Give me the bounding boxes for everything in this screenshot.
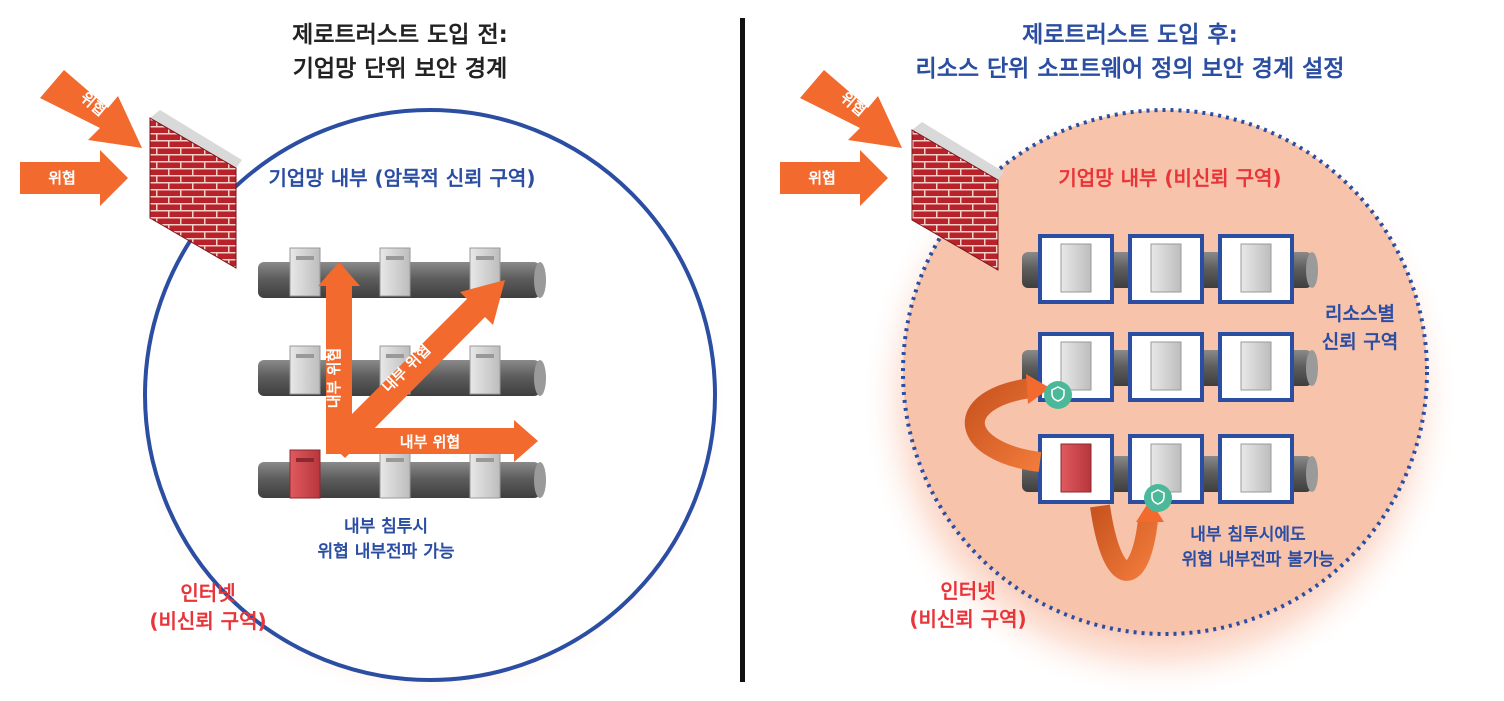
resource-trust-zone	[1038, 434, 1114, 504]
internal-threat-arrow-right	[326, 420, 538, 462]
external-threat-arrow-horizontal	[20, 150, 128, 206]
panel-divider	[740, 18, 745, 682]
resource-trust-zone	[1038, 234, 1114, 304]
resource-trust-zone	[1218, 434, 1294, 504]
internal-threat-arrow-diagonal	[326, 280, 505, 458]
server-icon	[469, 449, 501, 499]
resource-trust-zone	[1218, 332, 1294, 402]
firewall-icon	[911, 122, 1004, 271]
compromised-server-icon	[1060, 443, 1092, 493]
left-panel: 내부 위협 내부 위협 내부 위협 위협 위협 제로트러스트 도입 전: 기업망…	[20, 22, 728, 701]
internal-threat-label-horizontal: 내부 위협	[400, 433, 460, 451]
server-icon	[289, 247, 321, 297]
internal-threat-label-vertical: 내부 위협	[325, 348, 343, 408]
threat-label: 위협	[808, 169, 836, 187]
shield-icon	[1044, 381, 1072, 409]
server-icon	[469, 345, 501, 395]
external-threat-arrow-diagonal	[40, 70, 142, 148]
right-title-line1: 제로트러스트 도입 후:	[1022, 22, 1238, 48]
left-title-line1: 제로트러스트 도입 전:	[292, 22, 508, 48]
resource-label-line1: 리소스별	[1325, 303, 1395, 325]
internet-label-line2-right: (비신뢰 구역)	[909, 607, 1026, 631]
server-icon	[379, 449, 411, 499]
internet-label-line1-right: 인터넷	[940, 579, 995, 603]
resource-trust-zone	[1128, 434, 1204, 504]
threat-label: 위협	[48, 169, 76, 187]
shield-icon	[1144, 484, 1172, 512]
caption-line2-left: 위협 내부전파 가능	[318, 541, 455, 562]
caption-line1-left: 내부 침투시	[344, 516, 428, 537]
resource-trust-zone	[1218, 234, 1294, 304]
right-title-line2: 리소스 단위 소프트웨어 정의 보안 경계 설정	[916, 56, 1345, 82]
firewall-icon	[149, 110, 242, 269]
server-icon	[289, 345, 321, 395]
resource-trust-zone	[1128, 332, 1204, 402]
internet-label-line1-left: 인터넷	[180, 581, 235, 605]
resource-label-line2: 신뢰 구역	[1322, 331, 1399, 353]
internet-label-line2-left: (비신뢰 구역)	[149, 609, 266, 633]
compromised-server-icon	[289, 449, 321, 499]
resource-trust-zone	[1128, 234, 1204, 304]
zone-label-left: 기업망 내부 (암묵적 신뢰 구역)	[269, 166, 536, 190]
caption-line2-right: 위협 내부전파 불가능	[1182, 549, 1335, 570]
blocked-threat-curl-arrow-up	[964, 374, 1050, 472]
external-threat-arrow-horizontal	[780, 150, 888, 206]
zone-label-right: 기업망 내부 (비신뢰 구역)	[1058, 166, 1281, 190]
right-panel: 위협 위협 제로트러스트 도입 후: 리소스 단위 소프트웨어 정의 보안 경계…	[780, 22, 1460, 700]
server-icon	[379, 247, 411, 297]
external-threat-arrow-diagonal	[800, 70, 902, 148]
blocked-threat-curl-arrow-right	[1090, 500, 1164, 581]
caption-line1-right: 내부 침투시에도	[1190, 524, 1306, 545]
left-title-line2: 기업망 단위 보안 경계	[293, 56, 507, 82]
